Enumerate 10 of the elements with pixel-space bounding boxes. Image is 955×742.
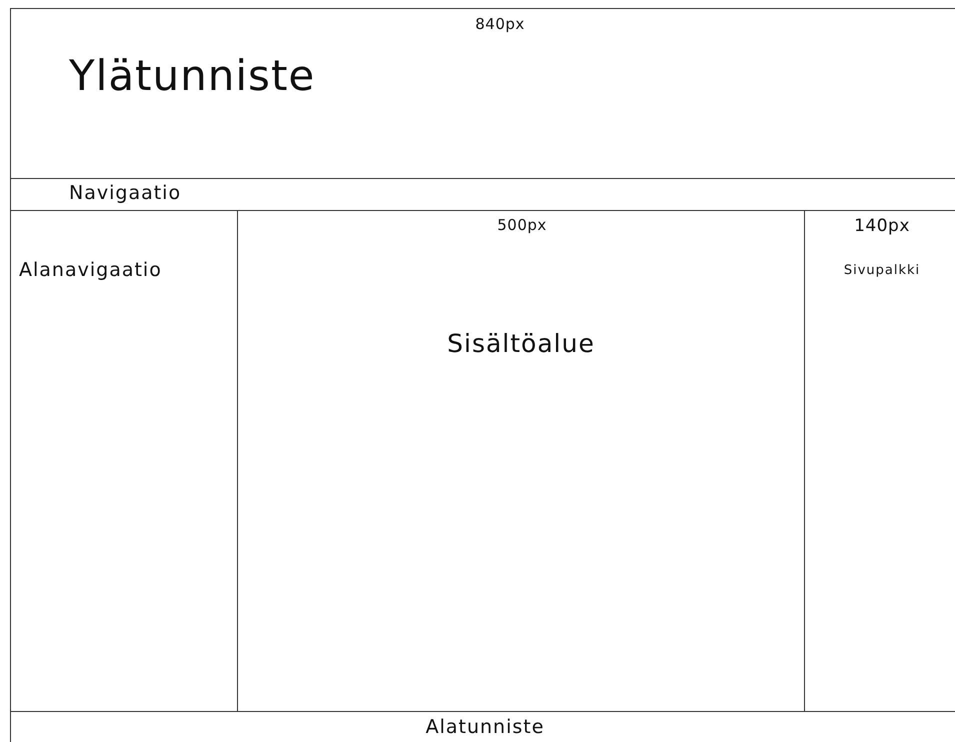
region-label: Ylätunniste	[69, 51, 316, 100]
width-dimension: 500px	[497, 216, 547, 234]
header-region	[10, 8, 955, 179]
region-label: Navigaatio	[69, 182, 182, 204]
region-label: Alanavigaatio	[19, 259, 162, 281]
region-label: Sisältöalue	[447, 329, 595, 358]
width-dimension: 840px	[475, 15, 525, 33]
region-label: Alatunniste	[426, 716, 544, 738]
width-dimension: 140px	[854, 216, 910, 236]
region-label: Sivupalkki	[844, 263, 920, 278]
